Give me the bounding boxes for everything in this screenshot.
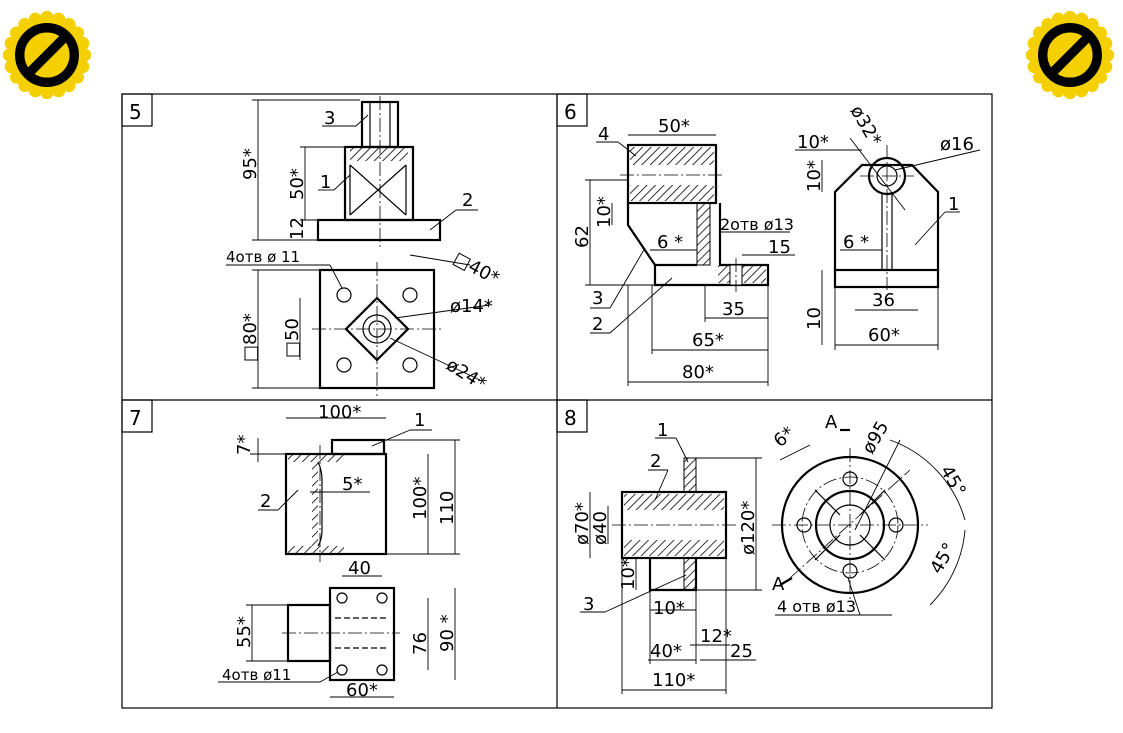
svg-text:110*: 110* (652, 670, 695, 691)
svg-text:55*: 55* (234, 616, 255, 648)
panel-8: 8 ø70* ø40 ø120* 10* 10* 12* 40* 25 110* (556, 399, 970, 694)
svg-text:4 отв ø13: 4 отв ø13 (777, 597, 856, 616)
svg-text:76: 76 (410, 632, 431, 655)
svg-text:3: 3 (324, 108, 335, 129)
panel-number: 5 (129, 100, 142, 124)
svg-text:□80*: □80* (240, 313, 261, 362)
svg-text:5*: 5* (342, 474, 362, 495)
svg-text:15: 15 (768, 237, 791, 258)
svg-text:110: 110 (437, 491, 458, 525)
svg-text:ø16: ø16 (940, 134, 974, 155)
svg-text:1: 1 (657, 420, 668, 441)
svg-text:80*: 80* (682, 362, 714, 383)
svg-text:50*: 50* (287, 168, 308, 200)
svg-text:8: 8 (564, 406, 577, 430)
svg-text:35: 35 (722, 299, 745, 320)
svg-text:ø24*: ø24* (442, 354, 490, 395)
svg-text:45°: 45° (936, 462, 970, 500)
svg-text:2: 2 (650, 451, 661, 472)
svg-text:□40*: □40* (450, 248, 503, 290)
svg-text:6*: 6* (770, 423, 799, 452)
svg-text:ø14*: ø14* (450, 296, 493, 317)
svg-text:6 *: 6 * (843, 232, 869, 253)
svg-text:95*: 95* (240, 148, 261, 180)
svg-text:2отв ø13: 2отв ø13 (720, 215, 794, 234)
svg-text:A: A (772, 574, 785, 595)
panel-5: 5 95* 50* 12 3 1 2 (121, 93, 503, 396)
panel-7: 7 100* 7* 5* 100* 110 1 2 (121, 399, 460, 701)
svg-text:10*: 10* (594, 196, 615, 228)
svg-text:65*: 65* (692, 330, 724, 351)
svg-text:10*: 10* (653, 598, 685, 619)
svg-text:10*: 10* (797, 132, 829, 153)
svg-text:4отв ø11: 4отв ø11 (222, 666, 291, 684)
svg-text:100*: 100* (318, 402, 361, 423)
svg-text:3: 3 (592, 288, 603, 309)
svg-text:10: 10 (804, 307, 825, 330)
svg-text:1: 1 (414, 410, 425, 431)
svg-text:2: 2 (260, 491, 271, 512)
svg-text:ø95: ø95 (858, 418, 893, 458)
svg-text:1: 1 (948, 194, 959, 215)
svg-text:60*: 60* (868, 325, 900, 346)
svg-text:50*: 50* (658, 116, 690, 137)
svg-text:ø120*: ø120* (738, 501, 759, 555)
svg-text:7: 7 (129, 406, 142, 430)
svg-text:12*: 12* (700, 626, 732, 647)
prohibited-sign-icon (2, 10, 92, 100)
svg-text:12: 12 (287, 217, 308, 240)
svg-text:62: 62 (572, 225, 593, 248)
svg-text:3: 3 (583, 594, 594, 615)
svg-text:4отв ø 11: 4отв ø 11 (226, 248, 300, 266)
svg-text:7*: 7* (234, 435, 255, 455)
svg-text:60*: 60* (346, 680, 378, 701)
svg-text:ø32*: ø32* (846, 102, 886, 150)
svg-text:2: 2 (592, 314, 603, 335)
svg-text:1: 1 (320, 172, 331, 193)
svg-text:10*: 10* (618, 558, 639, 590)
svg-text:□50: □50 (282, 318, 303, 358)
svg-text:36: 36 (872, 290, 895, 311)
svg-text:ø40: ø40 (590, 511, 611, 545)
prohibited-sign-icon (1025, 10, 1115, 100)
svg-text:A: A (825, 412, 838, 433)
svg-text:6 *: 6 * (657, 232, 683, 253)
svg-text:6: 6 (564, 100, 577, 124)
svg-text:10*: 10* (804, 160, 825, 192)
svg-text:100*: 100* (410, 477, 431, 520)
svg-text:ø70*: ø70* (572, 502, 593, 545)
svg-text:2: 2 (462, 190, 473, 211)
svg-text:40: 40 (348, 558, 371, 579)
svg-text:90 *: 90 * (437, 614, 458, 652)
panel-6: 6 50* 62 10* 6 * 2отв ø13 15 35 65* 80* (556, 93, 981, 386)
svg-text:40*: 40* (650, 641, 682, 662)
svg-text:45°: 45° (926, 539, 960, 577)
svg-text:4: 4 (598, 124, 609, 145)
svg-text:25: 25 (730, 641, 753, 662)
